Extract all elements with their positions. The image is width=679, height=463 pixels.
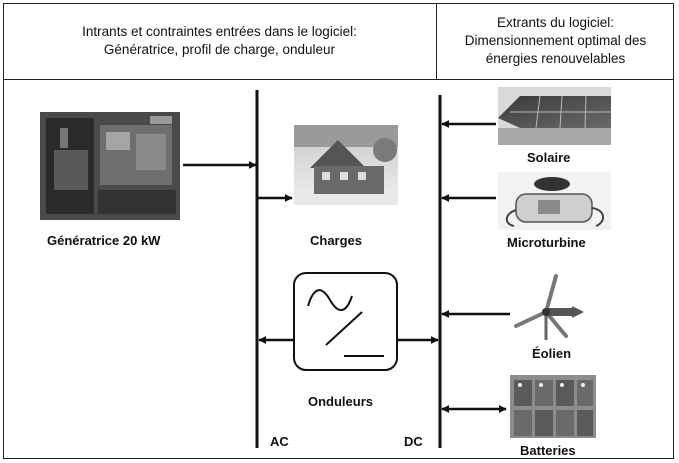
wind-label: Éolien xyxy=(532,346,572,361)
generator-label: Génératrice 20 kW xyxy=(47,233,161,248)
inputs-header-line2: Génératrice, profil de charge, onduleur xyxy=(103,42,336,57)
batteries-image xyxy=(510,375,596,438)
outputs-header-line2: Dimensionnement optimal des xyxy=(464,33,647,48)
batteries-label: Batteries xyxy=(520,443,576,458)
inputs-header: Intrants et contraintes entrées dans le … xyxy=(3,3,437,80)
ac-bus-label: AC xyxy=(270,434,289,449)
wind-turbine-image xyxy=(514,274,584,340)
inverter-box xyxy=(293,272,398,371)
outputs-header-line3: énergies renouvelables xyxy=(485,51,626,66)
inverters-label: Onduleurs xyxy=(308,394,374,409)
microturbine-image xyxy=(498,172,611,230)
outputs-header: Extrants du logiciel: Dimensionnement op… xyxy=(437,3,674,80)
dc-bus-label: DC xyxy=(404,434,423,449)
loads-image xyxy=(294,125,398,205)
solar-label: Solaire xyxy=(527,150,571,165)
diagram-frame xyxy=(3,3,674,459)
outputs-header-line1: Extrants du logiciel: xyxy=(496,15,615,30)
solar-image xyxy=(498,87,611,145)
microturbine-label: Microturbine xyxy=(507,235,586,250)
generator-image xyxy=(40,112,180,220)
inputs-header-line1: Intrants et contraintes entrées dans le … xyxy=(82,24,357,39)
loads-label: Charges xyxy=(310,233,363,248)
